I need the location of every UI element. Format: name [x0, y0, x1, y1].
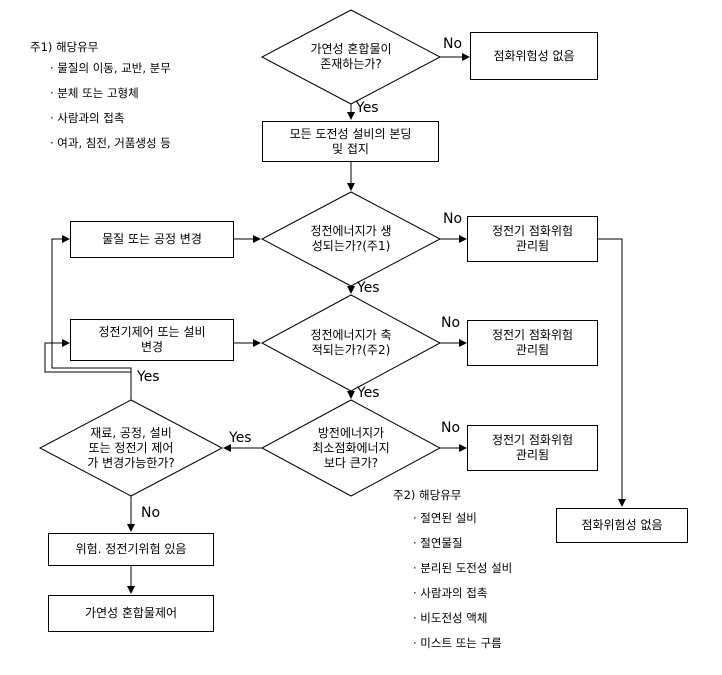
box-managed-1: 정전기 점화위험 관리됨	[467, 216, 598, 262]
label-no: No	[441, 420, 461, 436]
label-yes: Yes	[229, 430, 252, 446]
footnote-1-item: · 물질의 이동, 교반, 분무	[50, 61, 171, 75]
footnote-1-item: · 사람과의 접촉	[50, 111, 125, 125]
box-no-hazard-bottom: 점화위험성 없음	[556, 508, 688, 543]
box-hazard-exists: 위험. 정전기위험 있음	[48, 533, 214, 566]
footnote-2-title: 주2) 해당유무	[393, 488, 462, 502]
box-no-hazard-top: 점화위험성 없음	[470, 32, 598, 80]
label-no: No	[443, 36, 463, 52]
footnote-2-item: · 비도전성 액체	[413, 611, 488, 625]
label-yes: Yes	[356, 100, 379, 116]
label-no: No	[443, 211, 463, 227]
footnote-2-item: · 분리된 도전성 설비	[413, 561, 513, 575]
line-managed-to-no-hazard	[598, 238, 626, 507]
decision-generated-text: 정전에너지가 생 성되는가?(주1)	[310, 224, 392, 253]
label-yes: Yes	[357, 280, 380, 296]
footnote-2-item: · 절연된 설비	[413, 511, 477, 525]
footnote-2-item: · 미스트 또는 구름	[413, 636, 502, 650]
decision-discharge-shape	[260, 399, 442, 497]
footnote-2: 주2) 해당유무 · 절연된 설비 · 절연물질 · 분리된 도전성 설비 · …	[393, 488, 512, 650]
box-managed-3: 정전기 점화위험 관리됨	[467, 425, 598, 471]
footnote-1-item: · 여과, 침전, 거품생성 등	[50, 136, 171, 150]
decision-discharge-text: 방전에너지가 최소점화에너지 보다 큰가?	[312, 425, 390, 470]
box-bonding-grounding: 모든 도전성 설비의 본딩 및 접지	[262, 121, 439, 162]
decision-changeable-text: 재료, 공정, 설비 또는 정전기 제어 가 변경가능한가?	[87, 425, 175, 470]
label-yes: Yes	[137, 369, 160, 385]
footnote-1: 주1) 해당유무 · 물질의 이동, 교반, 분무 · 분체 또는 고형체 · …	[30, 40, 171, 150]
box-control-mixture: 가연성 혼합물제어	[48, 595, 214, 632]
footnote-2-item: · 사람과의 접촉	[413, 586, 488, 600]
box-change-material-process: 물질 또는 공정 변경	[70, 221, 234, 258]
label-no: No	[141, 505, 161, 521]
label-yes: Yes	[357, 385, 380, 401]
footnote-2-item: · 절연물질	[413, 536, 463, 550]
footnote-1-title: 주1) 해당유무	[30, 40, 99, 54]
footnote-1-item: · 분체 또는 고형체	[50, 86, 139, 100]
decision-accumulated-text: 정전에너지가 축 적되는가?(주2)	[310, 328, 392, 357]
loop-to-static-control	[44, 339, 132, 400]
box-managed-2: 정전기 점화위험 관리됨	[467, 320, 598, 366]
box-static-control-change: 정전기제어 또는 설비 변경	[70, 319, 234, 361]
label-no: No	[441, 315, 461, 331]
decision-flammable-text: 가연성 혼합물이 존재하는가?	[310, 42, 392, 71]
